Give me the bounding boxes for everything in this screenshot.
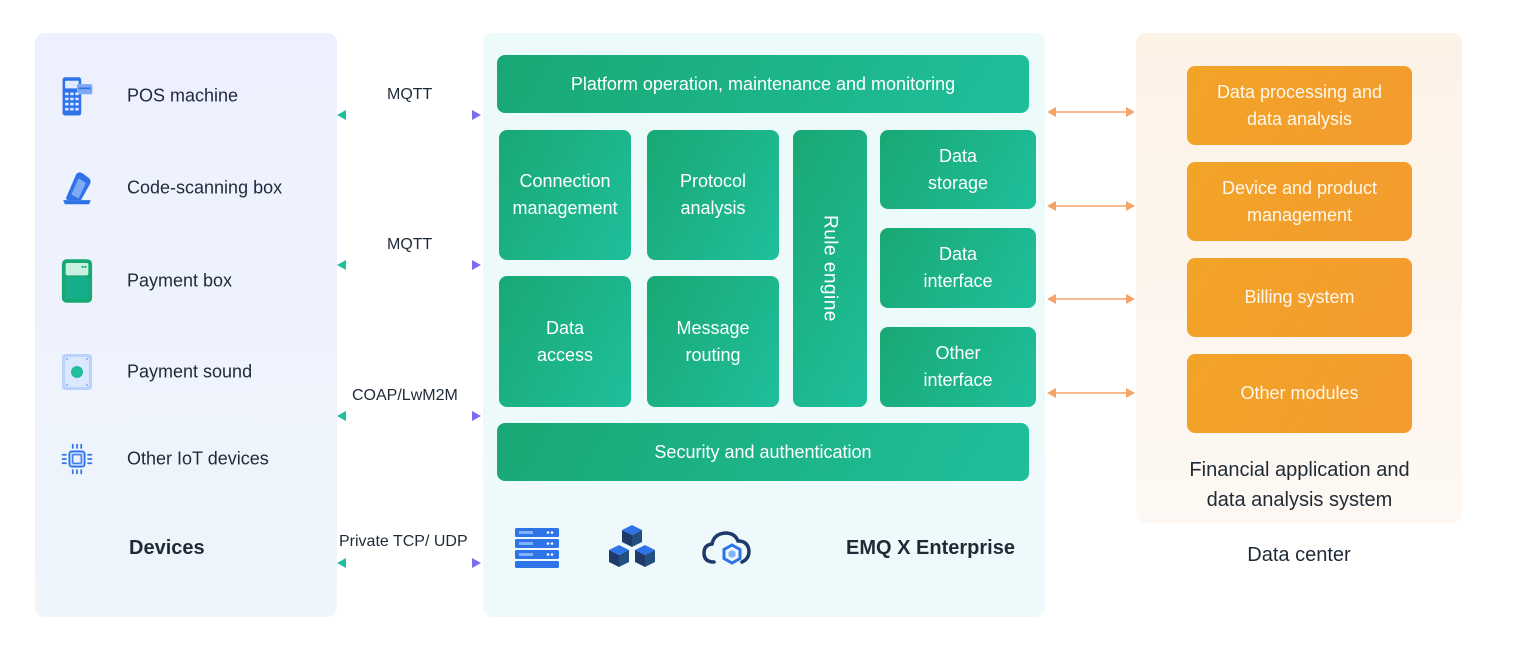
data-storage-line-1: Data bbox=[938, 145, 978, 166]
protocol-arrow-4 bbox=[337, 558, 481, 568]
protocol-arrow-3 bbox=[337, 411, 481, 421]
device-payment-sound: Payment sound bbox=[60, 347, 252, 397]
protocol-analysis-box: Protocol analysis bbox=[647, 130, 779, 260]
code-scanning-box-icon bbox=[60, 163, 94, 213]
data-center-arrow-3 bbox=[1047, 294, 1135, 304]
module-line: Billing system bbox=[1244, 287, 1355, 307]
billing-system-module: Billing system bbox=[1187, 258, 1412, 337]
message-routing-line-2: routing bbox=[685, 344, 741, 365]
device-label: Payment sound bbox=[127, 361, 253, 382]
module-line: Other modules bbox=[1240, 383, 1359, 403]
data-center-arrow-2 bbox=[1047, 201, 1135, 211]
device-label: Payment box bbox=[127, 270, 233, 291]
connection-line-1: Connection bbox=[519, 171, 611, 191]
server-stack-icon bbox=[514, 527, 560, 574]
financial-system-label: Financial application and data analysis … bbox=[1148, 455, 1451, 515]
data-center-arrow-1 bbox=[1047, 107, 1135, 117]
device-other-iot: Other IoT devices bbox=[60, 434, 269, 484]
protocol-label-coap: COAP/LwM2M bbox=[352, 387, 458, 404]
devices-panel bbox=[35, 33, 337, 617]
data-access-line-1: Data bbox=[545, 317, 585, 338]
security-label: Security and authentication bbox=[654, 441, 872, 462]
module-line: data analysis bbox=[1246, 108, 1353, 129]
protocol-line-1: Protocol bbox=[679, 171, 747, 191]
iot-chip-icon bbox=[60, 434, 94, 484]
protocol-label-tcp-udp: Private TCP/ UDP bbox=[339, 533, 468, 550]
data-access-box: Data access bbox=[499, 276, 631, 407]
data-access-line-2: access bbox=[536, 344, 594, 365]
data-storage-box: Data storage bbox=[880, 130, 1036, 209]
protocol-line-2: analysis bbox=[680, 198, 746, 218]
financial-system-line-1: Financial application and bbox=[1189, 459, 1410, 481]
device-label: Code-scanning box bbox=[127, 177, 283, 198]
module-line: management bbox=[1246, 204, 1353, 225]
device-label: Other IoT devices bbox=[127, 448, 269, 469]
security-authentication-box: Security and authentication bbox=[497, 423, 1029, 481]
rule-engine-label: Rule engine bbox=[819, 215, 841, 322]
data-center-arrow-4 bbox=[1047, 388, 1135, 398]
protocol-arrow-1 bbox=[337, 110, 481, 120]
other-interface-line-2: interface bbox=[923, 370, 993, 390]
device-code-scanning-box: Code-scanning box bbox=[60, 163, 282, 213]
data-interface-line-2: interface bbox=[923, 271, 993, 291]
platform-operation-box: Platform operation, maintenance and moni… bbox=[497, 55, 1029, 113]
module-line: Data processing and bbox=[1216, 81, 1383, 102]
data-interface-box: Data interface bbox=[880, 228, 1036, 308]
device-pos-machine: POS machine bbox=[60, 71, 238, 121]
data-interface-line-1: Data bbox=[938, 244, 978, 264]
data-storage-line-2: storage bbox=[927, 172, 989, 193]
module-line: Device and product bbox=[1221, 177, 1378, 198]
connection-line-2: management bbox=[512, 198, 618, 218]
rule-engine-box: Rule engine bbox=[793, 130, 867, 407]
protocol-arrow-2 bbox=[337, 260, 481, 270]
device-payment-box: Payment box bbox=[60, 256, 232, 306]
device-product-module: Device and product management bbox=[1187, 162, 1412, 241]
protocol-label-mqtt-1: MQTT bbox=[387, 86, 433, 103]
device-label: POS machine bbox=[127, 85, 239, 106]
cloud-hex-icon bbox=[702, 528, 752, 573]
payment-box-icon bbox=[60, 256, 94, 306]
devices-title: Devices bbox=[129, 537, 205, 559]
data-center-title: Data center bbox=[1247, 544, 1351, 566]
message-routing-box: Message routing bbox=[647, 276, 779, 407]
pos-machine-icon bbox=[60, 71, 94, 121]
data-processing-module: Data processing and data analysis bbox=[1187, 66, 1412, 145]
connection-management-box: Connection management bbox=[499, 130, 631, 260]
emq-enterprise-title: EMQ X Enterprise bbox=[846, 537, 1015, 559]
platform-operation-label: Platform operation, maintenance and moni… bbox=[570, 73, 956, 94]
cubes-icon bbox=[605, 523, 659, 578]
payment-sound-icon bbox=[60, 347, 94, 397]
other-interface-line-1: Other bbox=[935, 343, 981, 363]
message-routing-line-1: Message bbox=[676, 317, 750, 338]
other-modules-module: Other modules bbox=[1187, 354, 1412, 433]
financial-system-line-2: data analysis system bbox=[1206, 489, 1393, 511]
protocol-label-mqtt-2: MQTT bbox=[387, 236, 433, 253]
other-interface-box: Other interface bbox=[880, 327, 1036, 407]
